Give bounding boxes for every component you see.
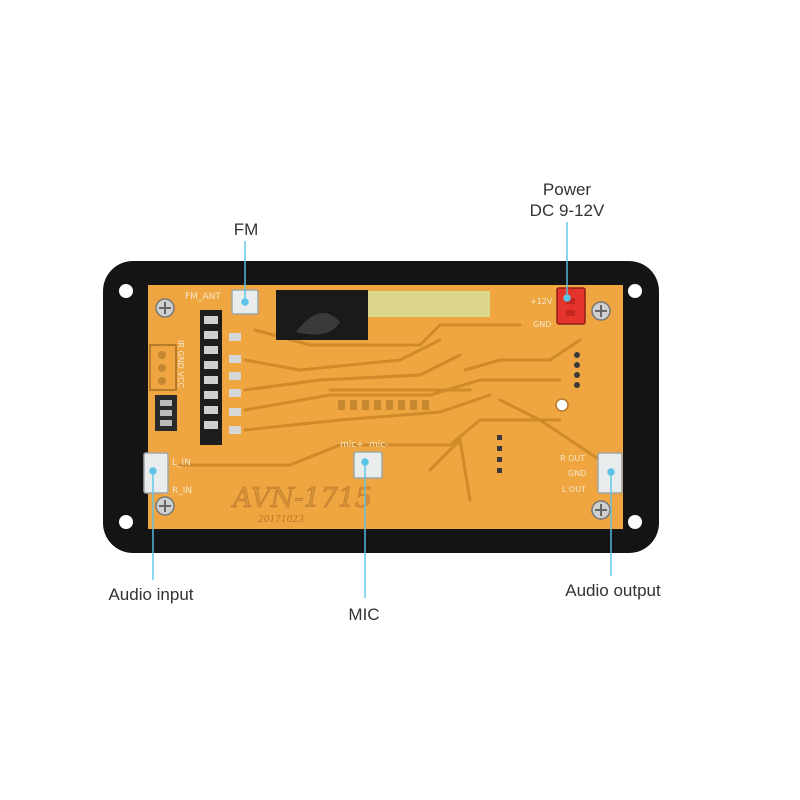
center-pads: [497, 435, 502, 473]
power-connector: [556, 287, 586, 325]
silk-plus-12v: +12V: [530, 297, 553, 306]
mounting-hole-top-right: [628, 284, 642, 298]
silk-r-in: R_IN: [172, 486, 192, 496]
callout-power-line1: Power: [542, 180, 592, 199]
callout-power-line2: DC 9-12V: [529, 201, 605, 220]
header-pins: [204, 316, 218, 429]
callout-power: Power DC 9-12V: [515, 179, 619, 221]
screw-bottom-left: [155, 496, 175, 516]
mic-connector: [353, 451, 383, 479]
silk-gnd-out: GND: [568, 469, 586, 478]
screw-top-left: [155, 298, 175, 318]
callout-fm: FM: [233, 220, 259, 239]
screw-top-right: [591, 301, 611, 321]
pcb-board: [148, 285, 623, 529]
silk-l-in: L_IN: [172, 458, 191, 468]
board-date-code: 20171023: [257, 515, 304, 525]
pcb-traces: [178, 323, 602, 502]
silk-fm-ant: FM_ANT: [185, 292, 221, 302]
ir-connector-outline: [149, 344, 177, 391]
callout-audio-output: Audio output: [565, 581, 661, 600]
mounting-hole-bottom-right: [628, 515, 642, 529]
leader-lines: [149, 222, 615, 598]
silk-l-out: L OUT: [562, 485, 586, 494]
silk-r-out: R OUT: [560, 454, 585, 463]
display-strip: [368, 291, 490, 317]
callout-mic: MIC: [348, 605, 380, 624]
silk-ir-pins: IR GND VCC: [176, 340, 185, 388]
right-side-pads: [574, 352, 580, 388]
header-solder-pads: [229, 333, 241, 434]
board-model: AVN-1715: [230, 483, 372, 514]
callout-audio-input: Audio input: [108, 585, 194, 604]
silk-mic-minus: mic-: [369, 440, 388, 450]
mounting-hole-bottom-left: [119, 515, 133, 529]
ic-pads: [338, 400, 429, 410]
screw-bottom-right: [591, 500, 611, 520]
mounting-hole-top-left: [119, 284, 133, 298]
silk-gnd-power: GND: [533, 320, 551, 329]
silk-mic-plus: mic+: [340, 440, 364, 450]
